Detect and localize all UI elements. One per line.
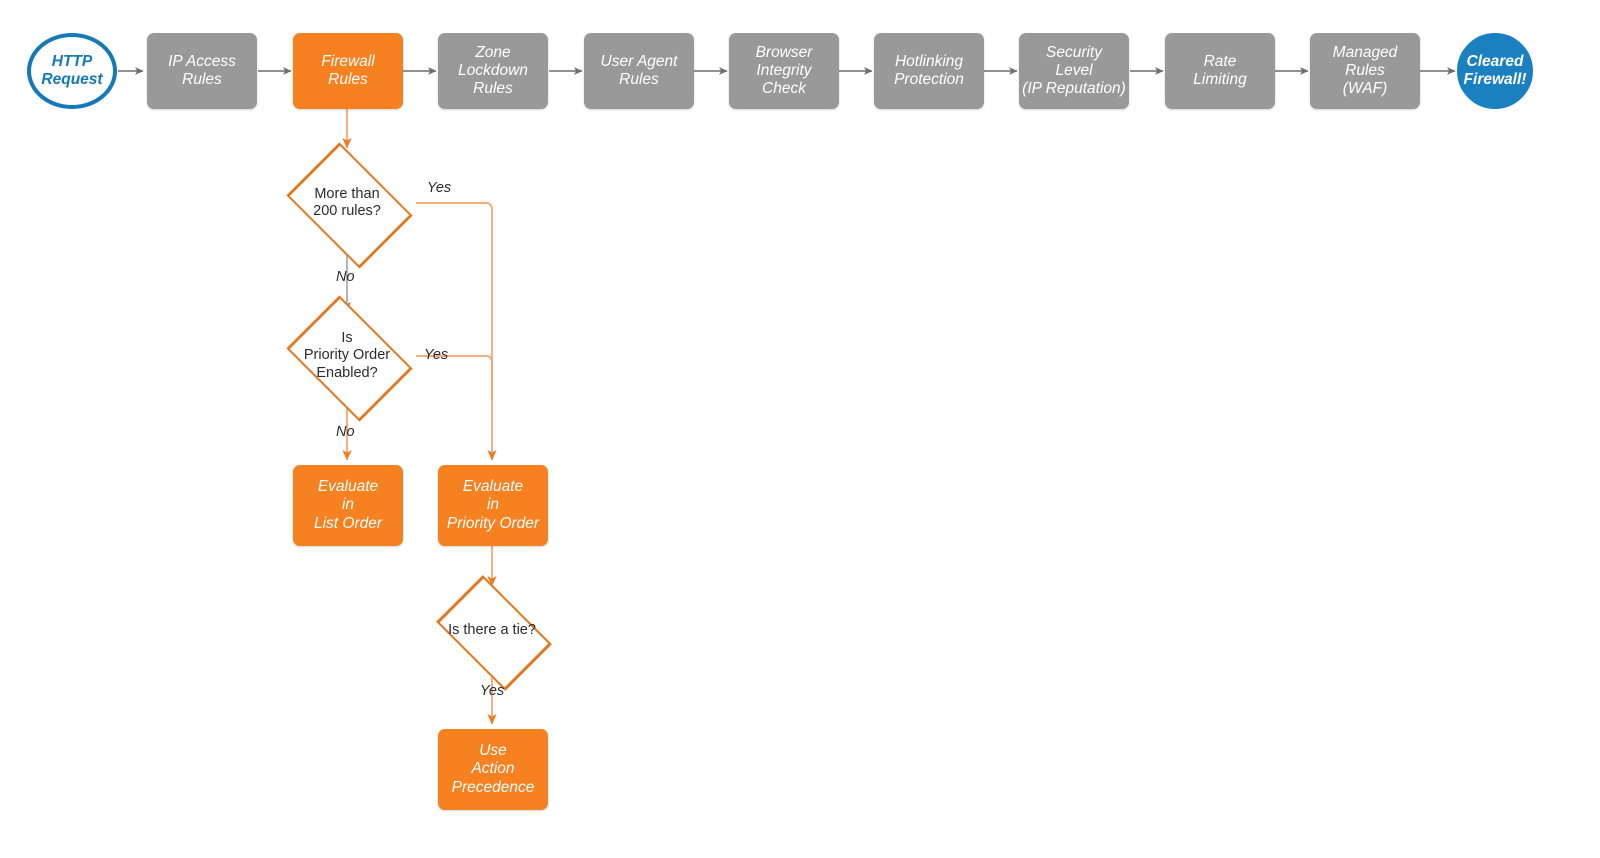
- node-use-action-precedence[interactable]: Use Action Precedence: [438, 729, 548, 810]
- node-evaluate-in-list-order[interactable]: Evaluate in List Order: [293, 465, 403, 546]
- node-evaluate-in-list-order-label: Evaluate in List Order: [313, 478, 383, 532]
- node-managed-rules-waf[interactable]: Managed Rules (WAF): [1310, 33, 1420, 109]
- node-security-level[interactable]: Security Level (IP Reputation): [1019, 33, 1129, 109]
- decision-is-there-a-tie[interactable]: Is there a tie?: [427, 575, 557, 691]
- node-security-level-label: Security Level (IP Reputation): [1022, 43, 1126, 98]
- edge-label-no-priority-order: No: [336, 424, 355, 440]
- node-rate-limiting[interactable]: Rate Limiting: [1165, 33, 1275, 109]
- node-user-agent-rules[interactable]: User Agent Rules: [584, 33, 694, 109]
- node-browser-integrity-check-label: Browser Integrity Check: [755, 43, 813, 98]
- node-ip-access-rules-label: IP Access Rules: [168, 52, 236, 88]
- node-firewall-rules[interactable]: Firewall Rules: [293, 33, 403, 109]
- node-cleared-firewall[interactable]: Cleared Firewall!: [1457, 33, 1533, 109]
- decision-priority-order-enabled[interactable]: Is Priority Order Enabled?: [278, 294, 416, 422]
- node-hotlinking-protection-label: Hotlinking Protection: [894, 52, 964, 88]
- node-evaluate-in-priority-order-label: Evaluate in Priority Order: [446, 478, 540, 532]
- node-user-agent-rules-label: User Agent Rules: [600, 52, 678, 88]
- node-managed-rules-waf-label: Managed Rules (WAF): [1332, 43, 1398, 98]
- node-zone-lockdown-rules[interactable]: Zone Lockdown Rules: [438, 33, 548, 109]
- node-use-action-precedence-label: Use Action Precedence: [451, 742, 535, 796]
- node-rate-limiting-label: Rate Limiting: [1193, 52, 1247, 88]
- edge-label-no-more-than-200: No: [336, 269, 355, 285]
- decision-more-than-200-rules-label: More than 200 rules?: [313, 185, 381, 219]
- edge-decision200-yes-to-priority-order: [416, 202, 497, 461]
- node-hotlinking-protection[interactable]: Hotlinking Protection: [874, 33, 984, 109]
- node-http-request[interactable]: HTTP Request: [27, 33, 117, 109]
- edge-label-yes-priority-order: Yes: [424, 347, 449, 363]
- decision-more-than-200-rules[interactable]: More than 200 rules?: [278, 141, 416, 269]
- edge-label-yes-more-than-200: Yes: [427, 180, 452, 196]
- decision-is-there-a-tie-label: Is there a tie?: [448, 622, 536, 639]
- node-zone-lockdown-rules-label: Zone Lockdown Rules: [458, 43, 528, 98]
- edge-label-yes-tie: Yes: [480, 683, 505, 699]
- node-ip-access-rules[interactable]: IP Access Rules: [147, 33, 257, 109]
- node-http-request-label: HTTP Request: [41, 52, 103, 88]
- node-cleared-firewall-label: Cleared Firewall!: [1463, 52, 1527, 88]
- node-evaluate-in-priority-order[interactable]: Evaluate in Priority Order: [438, 465, 548, 546]
- decision-priority-order-enabled-label: Is Priority Order Enabled?: [303, 329, 391, 381]
- node-firewall-rules-label: Firewall Rules: [321, 52, 375, 88]
- node-browser-integrity-check[interactable]: Browser Integrity Check: [729, 33, 839, 109]
